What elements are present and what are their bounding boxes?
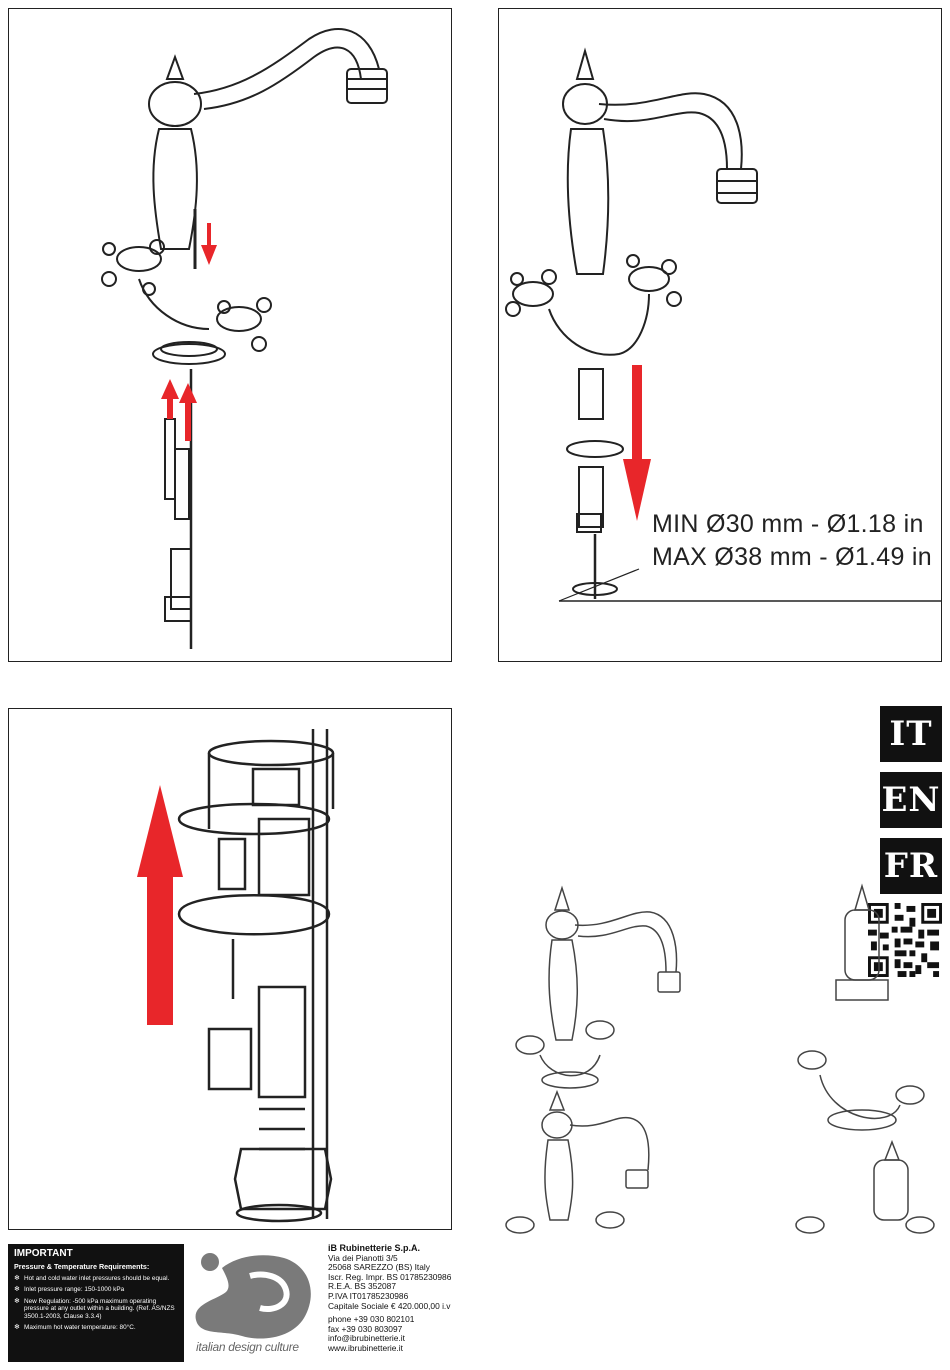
fax-number: fax +39 030 803097 <box>328 1323 403 1334</box>
address-line: P.IVA IT01785230986 <box>328 1290 409 1301</box>
panel-install-step-3 <box>8 708 452 1230</box>
variant-high-spout-cross <box>515 885 681 1089</box>
list-item: ❄Inlet pressure range: 150-1000 kPa <box>14 1286 125 1294</box>
company-info: iB Rubinetterie S.p.A. Via dei Pianotti … <box>328 1243 452 1354</box>
lang-label-fr: FR <box>880 838 942 894</box>
variant-bidet-lever <box>795 1139 935 1234</box>
red-arrow-up <box>137 785 183 1025</box>
address-line: Capitale Sociale € 420.000,00 i.v <box>328 1300 451 1311</box>
lang-label-it: IT <box>880 706 942 762</box>
requirements-list: ❄Hot and cold water inlet pressures shou… <box>14 1275 178 1331</box>
washer-lower <box>177 894 331 936</box>
max-diameter-label: MAX Ø38 mm - Ø1.49 in <box>652 543 932 571</box>
faucet-body <box>566 128 610 275</box>
spout-curve <box>598 92 743 170</box>
snowflake-bullet-icon: ❄ <box>14 1324 20 1332</box>
website-link[interactable]: www.ibrubinetterie.it <box>328 1342 403 1353</box>
red-arrow-down <box>623 365 651 521</box>
faucet-exploded-drawing <box>101 28 388 649</box>
company-name: iB Rubinetterie S.p.A. <box>328 1243 421 1253</box>
aerator <box>346 68 388 104</box>
spout-curve <box>193 28 380 95</box>
address-line: Iscr. Reg. Impr. BS 01785230986 <box>328 1271 452 1282</box>
snowflake-bullet-icon: ❄ <box>14 1275 20 1282</box>
brand-tagline: italian design culture <box>196 1340 299 1354</box>
list-item: ❄Hot and cold water inlet pressures shou… <box>14 1275 170 1282</box>
qr-code-icon[interactable] <box>868 903 942 977</box>
red-arrows <box>161 223 217 441</box>
list-item: ❄New Regulation: -500 kPa maximum operat… <box>14 1297 175 1320</box>
email-link[interactable]: info@ibrubinetterie.it <box>328 1333 405 1344</box>
snowflake-bullet-icon: ❄ <box>14 1297 20 1305</box>
variant-high-spout-lever <box>505 1089 650 1234</box>
hex-nut <box>233 1147 333 1211</box>
snowflake-bullet-icon: ❄ <box>14 1286 20 1294</box>
address-line: Via dei Pianotti 3/5 <box>328 1252 398 1263</box>
washer <box>566 440 624 458</box>
min-diameter-label: MIN Ø30 mm - Ø1.18 in <box>652 510 924 538</box>
important-requirements-box: IMPORTANT Pressure & Temperature Require… <box>8 1244 184 1362</box>
address-line: 25068 SAREZZO (BS) Italy <box>328 1262 430 1273</box>
fixing-detail-drawing <box>137 729 335 1223</box>
list-item: ❄Maximum hot water temperature: 80°C. <box>14 1324 136 1332</box>
faucet-mounting-drawing <box>505 47 941 602</box>
important-title: IMPORTANT <box>14 1248 73 1259</box>
lang-label-en: EN <box>880 772 942 828</box>
product-variants-drawing <box>505 883 935 1234</box>
variant-bidet-cross <box>797 883 925 1131</box>
phone-number: phone +39 030 802101 <box>328 1314 415 1325</box>
ib-logo-icon <box>195 1253 311 1339</box>
address-line: R.E.A. BS 352087 <box>328 1281 396 1292</box>
panel-install-step-1 <box>8 8 452 662</box>
washer-upper <box>177 802 331 836</box>
important-subtitle: Pressure & Temperature Requirements: <box>14 1262 150 1271</box>
panel-install-step-2 <box>498 8 942 662</box>
faucet-body <box>152 128 198 250</box>
